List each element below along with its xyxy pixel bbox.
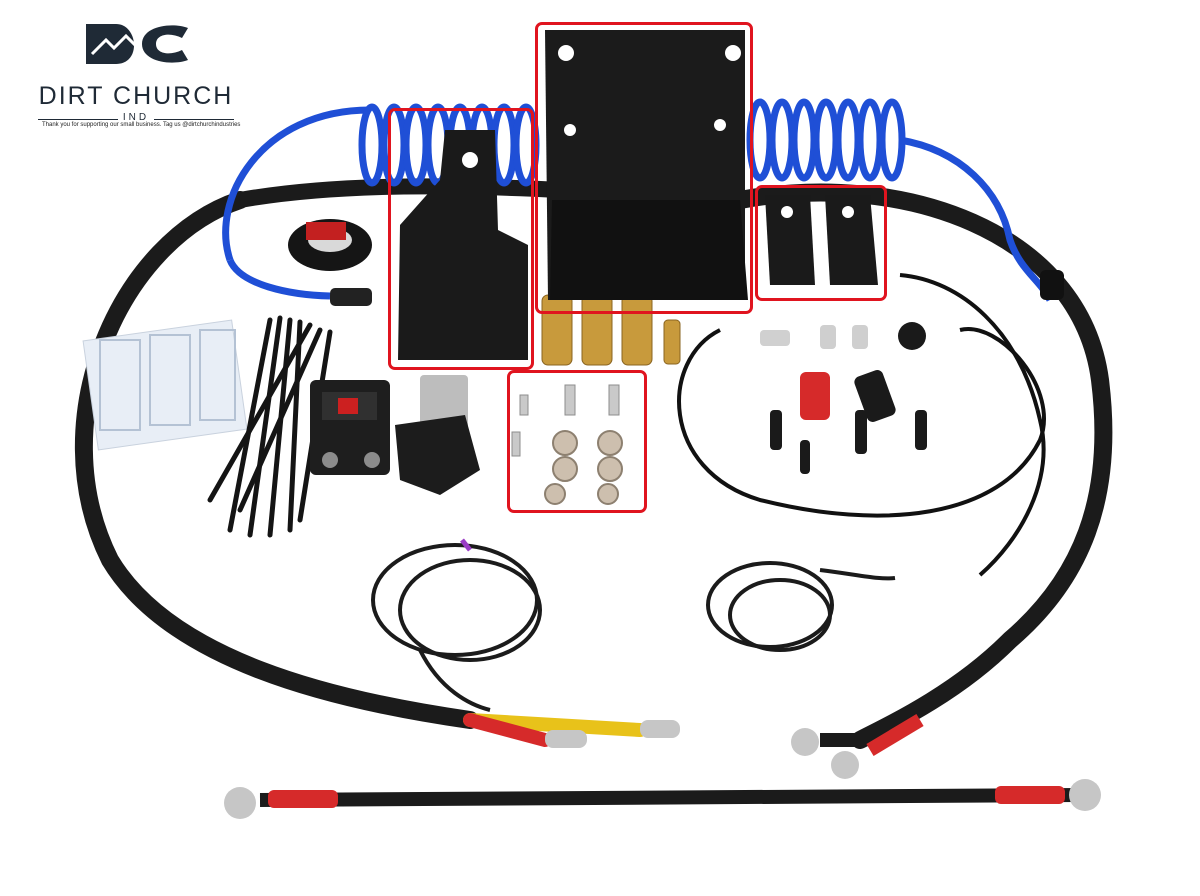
center-mount-bracket [545, 30, 748, 300]
logo-rule-left [38, 119, 118, 120]
sensor-wire-harness [706, 561, 896, 652]
brand-name: DIRT CHURCH [38, 82, 234, 110]
air-line-tubing [677, 327, 1046, 518]
cable-ties [207, 315, 333, 538]
electrical-tape-roll [288, 219, 372, 271]
push-fittings [760, 322, 926, 350]
vhb-adhesive-pads [82, 319, 248, 451]
logo-rule-right [154, 119, 234, 120]
battery-link-cable [224, 779, 1101, 819]
small-l-brackets [765, 195, 878, 285]
highlight-left-bracket [388, 108, 534, 370]
switch-wire-harness [371, 543, 542, 712]
circuit-breaker [310, 380, 390, 475]
dc-logo-mark [86, 24, 188, 64]
main-battery-cable-right [731, 183, 1113, 749]
highlight-small-brackets [755, 185, 887, 301]
ring-terminals-right [791, 713, 924, 779]
mounting-hardware [511, 384, 623, 505]
purple-wire-tip [460, 538, 472, 552]
left-mount-bracket [398, 130, 528, 360]
brand-logo: DIRT CHURCH IND [12, 18, 260, 138]
brand-tagline: Thank you for supporting our small busin… [42, 122, 241, 128]
heat-shrink-tubes [770, 370, 927, 474]
rocker-switch [395, 375, 480, 495]
highlight-center-bracket [535, 22, 753, 314]
battery-leads [463, 713, 680, 748]
brand-subname: IND [122, 112, 150, 123]
highlight-hardware [507, 370, 647, 513]
main-battery-cable [74, 191, 479, 729]
